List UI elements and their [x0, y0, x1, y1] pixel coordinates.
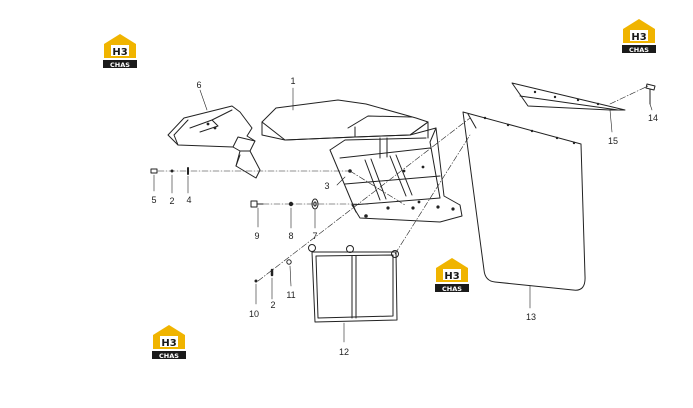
- part-13-mud-flap: [462, 111, 586, 291]
- callout-14: 14: [648, 113, 658, 123]
- alignment-lines: [157, 85, 649, 282]
- leader-lines: [153, 87, 653, 343]
- callout-2-lower: 2: [270, 300, 275, 310]
- part-14-bolt: [645, 83, 656, 105]
- svg-text:CHAS: CHAS: [442, 285, 462, 293]
- callout-11: 11: [286, 290, 295, 300]
- logo-top-left: H3 CHAS: [102, 32, 138, 70]
- svg-text:CHAS: CHAS: [110, 61, 130, 69]
- part-1-bracket: [261, 99, 463, 223]
- callout-8: 8: [288, 231, 293, 241]
- svg-text:H3: H3: [161, 338, 176, 349]
- fasteners-row-9-8-7: [250, 198, 319, 210]
- callout-4: 4: [186, 195, 191, 205]
- callout-15: 15: [608, 136, 618, 146]
- svg-text:H3: H3: [631, 32, 646, 43]
- logo-bottom-left: H3 CHAS: [151, 323, 187, 361]
- fasteners-row-5-2-4: [150, 167, 189, 175]
- svg-text:H3: H3: [444, 271, 459, 282]
- part-6-handle: [167, 105, 261, 179]
- callout-5: 5: [151, 195, 156, 205]
- callout-7: 7: [312, 231, 317, 241]
- part-15-clamp-strip: [511, 82, 626, 111]
- callout-10: 10: [249, 309, 259, 319]
- svg-text:CHAS: CHAS: [159, 352, 179, 360]
- callout-3: 3: [324, 181, 329, 191]
- svg-text:CHAS: CHAS: [629, 46, 649, 54]
- part-12-wire-basket: [308, 244, 399, 323]
- callout-2-upper: 2: [169, 196, 174, 206]
- svg-text:H3: H3: [112, 47, 127, 58]
- callout-12: 12: [339, 347, 349, 357]
- callout-labels: 1 6 3 5 2 4 9 8 7 10 2 11 12 13 15 14: [151, 76, 658, 357]
- callout-1: 1: [290, 76, 295, 86]
- callout-9: 9: [254, 231, 259, 241]
- callout-6: 6: [196, 80, 201, 90]
- fasteners-row-10-2-11: [254, 259, 292, 283]
- logo-top-right: H3 CHAS: [621, 17, 657, 55]
- callout-13: 13: [526, 312, 536, 322]
- logo-center: H3 CHAS: [434, 256, 470, 294]
